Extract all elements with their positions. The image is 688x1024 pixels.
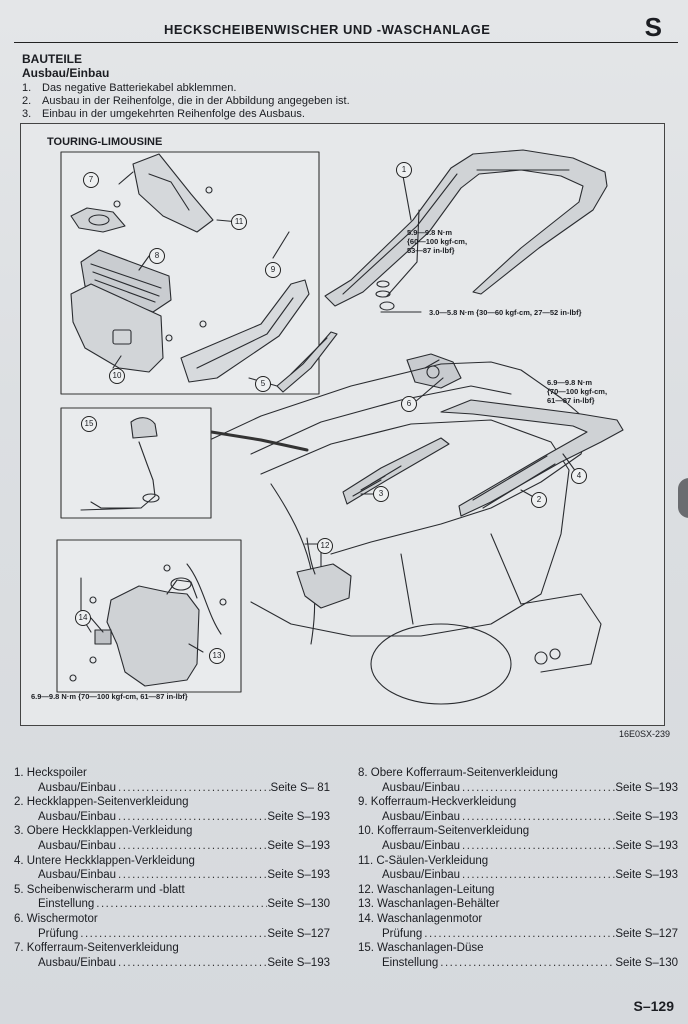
callout-9: 9 <box>265 262 281 278</box>
callout-5: 5 <box>255 376 271 392</box>
legend-item: 3. Obere Heckklappen-Verkleidung Ausbau/… <box>14 824 330 853</box>
step-list: 1.Das negative Batteriekabel abklemmen. … <box>22 82 442 121</box>
section-letter: S <box>644 12 662 42</box>
legend-item: 10. Kofferraum-Seitenverkleidung Ausbau/… <box>358 824 678 853</box>
page-reference: Seite S–193 <box>615 781 678 794</box>
binder-tab <box>678 478 688 518</box>
section-subheading: Ausbau/Einbau <box>22 66 110 80</box>
callout-13: 13 <box>209 648 225 664</box>
page-reference: Seite S–193 <box>615 810 678 823</box>
torque-spec-2: 3.0—5.8 N·m {30—60 kgf-cm, 27—52 in-lbf} <box>429 308 582 317</box>
legend-item: 7. Kofferraum-Seitenverkleidung Ausbau/E… <box>14 941 330 970</box>
page-reference: Seite S–193 <box>615 869 678 882</box>
callout-8: 8 <box>149 248 165 264</box>
callout-3: 3 <box>373 486 389 502</box>
legend-item: 15. Waschanlagen-Düse EinstellungSeite S… <box>358 941 678 970</box>
callout-11: 11 <box>231 214 247 230</box>
figure-code: 16E0SX-239 <box>618 729 670 739</box>
page-reference: Seite S–193 <box>267 839 330 852</box>
torque-spec-3: 6.9—9.8 N·m {70—100 kgf-cm, 61—87 in-lbf… <box>547 378 608 405</box>
legend-item: 2. Heckklappen-Seitenverkleidung Ausbau/… <box>14 795 330 824</box>
legend-item: 9. Kofferraum-Heckverkleidung Ausbau/Ein… <box>358 795 678 824</box>
page-header: HECKSCHEIBENWISCHER UND -WASCHANLAGE S <box>14 8 678 43</box>
page-reference: Seite S–127 <box>267 927 330 940</box>
page-reference: Seite S–193 <box>615 839 678 852</box>
page-reference: Seite S–130 <box>267 898 330 911</box>
callout-4: 4 <box>571 468 587 484</box>
page-reference: Seite S–130 <box>615 956 678 969</box>
callout-14: 14 <box>75 610 91 626</box>
step-item: 1.Das negative Batteriekabel abklemmen. <box>22 82 237 94</box>
legend-item: 4. Untere Heckklappen-Verkleidung Ausbau… <box>14 854 330 883</box>
callout-7: 7 <box>83 172 99 188</box>
step-item: 3.Einbau in der umgekehrten Reihenfolge … <box>22 108 305 120</box>
page-reference: Seite S–127 <box>615 927 678 940</box>
parts-legend-right: 8. Obere Kofferraum-Seitenverkleidung Au… <box>358 766 678 970</box>
exploded-diagram: TOURING-LIMOUSINE 5.9—9.8 N·m {60—100 kg… <box>20 123 665 726</box>
step-item: 2.Ausbau in der Reihenfolge, die in der … <box>22 95 350 107</box>
page-number: S–129 <box>633 998 674 1014</box>
section-heading: BAUTEILE <box>22 52 82 66</box>
callout-15: 15 <box>81 416 97 432</box>
parts-legend-left: 1. Heckspoiler Ausbau/EinbauSeite S– 81 … <box>14 766 330 970</box>
legend-item: 1. Heckspoiler Ausbau/EinbauSeite S– 81 <box>14 766 330 795</box>
callout-1: 1 <box>396 162 412 178</box>
callout-6: 6 <box>401 396 417 412</box>
page-reference: Seite S–193 <box>267 956 330 969</box>
callout-2: 2 <box>531 492 547 508</box>
callout-12: 12 <box>317 538 333 554</box>
diagram-drawing <box>56 149 624 705</box>
legend-item: 14. Waschanlagenmotor PrüfungSeite S–127 <box>358 912 678 941</box>
page-reference: Seite S– 81 <box>270 781 330 794</box>
legend-item: 12. Waschanlagen-Leitung <box>358 883 495 896</box>
page-reference: Seite S–193 <box>267 810 330 823</box>
legend-item: 8. Obere Kofferraum-Seitenverkleidung Au… <box>358 766 678 795</box>
page-title: HECKSCHEIBENWISCHER UND -WASCHANLAGE <box>164 22 491 37</box>
legend-item: 11. C-Säulen-Verkleidung Ausbau/EinbauSe… <box>358 854 678 883</box>
legend-item: 6. Wischermotor PrüfungSeite S–127 <box>14 912 330 941</box>
page-reference: Seite S–193 <box>267 869 330 882</box>
callout-10: 10 <box>109 368 125 384</box>
figure-title: TOURING-LIMOUSINE <box>47 136 163 148</box>
intro-instructions: BAUTEILE Ausbau/Einbau 1.Das negative Ba… <box>22 52 442 121</box>
legend-item: 13. Waschanlagen-Behälter <box>358 898 500 911</box>
torque-spec-4: 6.9—9.8 N·m {70—100 kgf-cm, 61—87 in-lbf… <box>31 692 188 701</box>
torque-spec-1: 5.9—9.8 N·m {60—100 kgf-cm, 53—87 in-lbf… <box>407 228 468 255</box>
legend-item: 5. Scheibenwischerarm und -blatt Einstel… <box>14 883 330 912</box>
